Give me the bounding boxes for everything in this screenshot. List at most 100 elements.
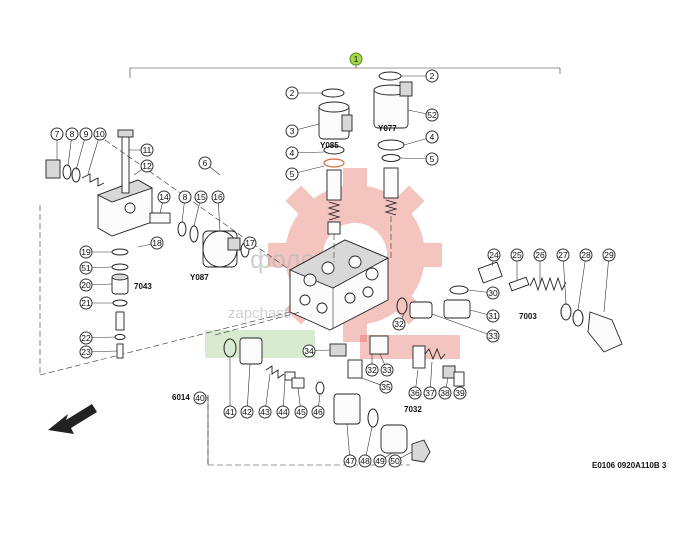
callout-11[interactable]: 11 bbox=[129, 143, 154, 157]
callout-5[interactable]: 5 bbox=[399, 152, 439, 166]
callout-12[interactable]: 12 bbox=[133, 159, 154, 176]
svg-text:26: 26 bbox=[535, 250, 545, 260]
direction-arrow-icon bbox=[48, 404, 97, 434]
callout-39[interactable]: 39 bbox=[453, 386, 467, 400]
callout-8[interactable]: 8 bbox=[178, 190, 192, 223]
callout-46[interactable]: 46 bbox=[311, 393, 325, 419]
callout-7[interactable]: 7 bbox=[50, 127, 64, 160]
svg-text:33: 33 bbox=[488, 331, 498, 341]
callout-44[interactable]: 44 bbox=[276, 379, 290, 419]
callout-47[interactable]: 47 bbox=[343, 423, 357, 468]
callout-34[interactable]: 34 bbox=[302, 344, 331, 358]
callout-9[interactable]: 9 bbox=[75, 127, 93, 171]
svg-text:14: 14 bbox=[159, 192, 169, 202]
callout-31[interactable]: 31 bbox=[469, 309, 500, 323]
svg-text:19: 19 bbox=[81, 247, 91, 257]
callout-38[interactable]: 38 bbox=[438, 377, 452, 400]
parts-column-left: 7043 bbox=[111, 248, 152, 359]
callout-35[interactable]: 35 bbox=[361, 377, 393, 394]
svg-text:5: 5 bbox=[290, 169, 295, 179]
callout-4[interactable]: 4 bbox=[285, 146, 325, 160]
svg-text:31: 31 bbox=[488, 311, 498, 321]
callout-22[interactable]: 22 bbox=[79, 331, 116, 345]
callout-32[interactable]: 32 bbox=[392, 313, 406, 331]
callout-33[interactable]: 33 bbox=[379, 353, 394, 377]
callout-15[interactable]: 15 bbox=[193, 190, 208, 227]
label-y077: Y077 bbox=[378, 124, 397, 133]
svg-text:32: 32 bbox=[367, 365, 377, 375]
callout-25[interactable]: 25 bbox=[510, 248, 524, 280]
svg-text:1: 1 bbox=[354, 54, 359, 64]
callout-5[interactable]: 5 bbox=[285, 165, 325, 181]
callout-30[interactable]: 30 bbox=[467, 286, 500, 300]
callout-45[interactable]: 45 bbox=[294, 387, 308, 419]
label-7003: 7003 bbox=[519, 312, 537, 321]
svg-text:24: 24 bbox=[489, 250, 499, 260]
callout-27[interactable]: 27 bbox=[556, 248, 570, 305]
callout-6[interactable]: 6 bbox=[198, 156, 221, 176]
svg-text:52: 52 bbox=[427, 110, 437, 120]
svg-text:33: 33 bbox=[382, 365, 392, 375]
callout-2[interactable]: 2 bbox=[401, 69, 439, 83]
callout-36[interactable]: 36 bbox=[408, 369, 422, 400]
svg-text:40: 40 bbox=[195, 393, 205, 403]
callout-8[interactable]: 8 bbox=[65, 127, 79, 167]
svg-text:34: 34 bbox=[304, 346, 314, 356]
callout-23[interactable]: 23 bbox=[79, 345, 118, 359]
callout-32[interactable]: 32 bbox=[365, 354, 379, 377]
callout-49[interactable]: 49 bbox=[373, 452, 393, 468]
svg-text:17: 17 bbox=[245, 238, 255, 248]
svg-text:30: 30 bbox=[488, 288, 498, 298]
callout-1[interactable]: 1 bbox=[349, 52, 363, 66]
callout-52[interactable]: 52 bbox=[407, 108, 439, 122]
callout-42[interactable]: 42 bbox=[240, 363, 254, 419]
svg-text:50: 50 bbox=[390, 456, 400, 466]
callout-40[interactable]: 40 bbox=[193, 391, 208, 405]
callout-2[interactable]: 2 bbox=[285, 86, 322, 100]
callout-50[interactable]: 50 bbox=[388, 451, 413, 468]
callout-28[interactable]: 28 bbox=[577, 248, 593, 311]
callout-33[interactable]: 33 bbox=[431, 313, 500, 343]
callout-19[interactable]: 19 bbox=[79, 245, 112, 259]
svg-text:5: 5 bbox=[430, 154, 435, 164]
callout-18[interactable]: 18 bbox=[137, 236, 164, 250]
svg-text:2: 2 bbox=[430, 71, 435, 81]
label-6014: 6014 bbox=[172, 393, 190, 402]
svg-text:4: 4 bbox=[290, 148, 295, 158]
callout-leader bbox=[87, 133, 101, 175]
callout-16[interactable]: 16 bbox=[211, 190, 225, 232]
svg-text:18: 18 bbox=[152, 238, 162, 248]
svg-text:11: 11 bbox=[143, 145, 152, 155]
callout-48[interactable]: 48 bbox=[358, 426, 373, 468]
svg-text:27: 27 bbox=[558, 250, 568, 260]
svg-text:37: 37 bbox=[425, 388, 435, 398]
callout-43[interactable]: 43 bbox=[258, 373, 272, 419]
callout-14[interactable]: 14 bbox=[157, 190, 171, 214]
svg-text:42: 42 bbox=[242, 407, 252, 417]
callout-leader bbox=[577, 254, 587, 311]
callout-17[interactable]: 17 bbox=[243, 236, 257, 250]
callout-20[interactable]: 20 bbox=[79, 278, 113, 292]
callout-leader bbox=[603, 254, 610, 313]
svg-text:38: 38 bbox=[440, 388, 450, 398]
svg-text:8: 8 bbox=[183, 192, 188, 202]
callout-26[interactable]: 26 bbox=[533, 248, 547, 285]
svg-text:23: 23 bbox=[81, 347, 91, 357]
callout-10[interactable]: 10 bbox=[87, 127, 107, 175]
callout-41[interactable]: 41 bbox=[223, 358, 237, 419]
callout-21[interactable]: 21 bbox=[79, 296, 113, 310]
svg-text:9: 9 bbox=[84, 129, 89, 139]
callout-24[interactable]: 24 bbox=[487, 248, 501, 267]
fittings-right: 7003 bbox=[396, 261, 623, 353]
callout-29[interactable]: 29 bbox=[602, 248, 616, 313]
callout-4[interactable]: 4 bbox=[403, 130, 439, 146]
svg-text:29: 29 bbox=[604, 250, 614, 260]
solenoid-y087: Y087 bbox=[177, 221, 250, 282]
label-y085: Y085 bbox=[320, 141, 339, 150]
callout-3[interactable]: 3 bbox=[285, 123, 320, 138]
label-7043: 7043 bbox=[134, 282, 152, 291]
callout-37[interactable]: 37 bbox=[423, 361, 437, 400]
callout-51[interactable]: 51 bbox=[79, 261, 113, 275]
